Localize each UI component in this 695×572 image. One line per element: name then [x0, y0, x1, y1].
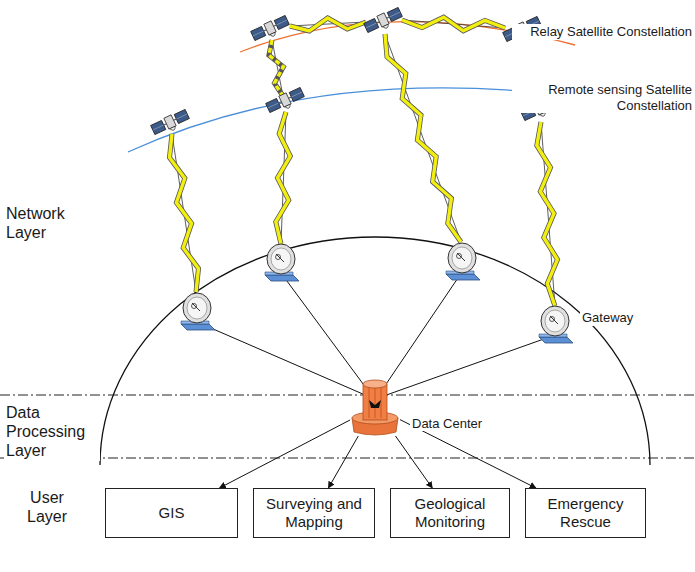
link-bolt-outline — [537, 122, 558, 306]
link-bolt — [402, 17, 505, 31]
application-box: Emergency Rescue — [525, 488, 646, 538]
link-bolt-outline — [385, 34, 461, 242]
connector-arrow — [220, 420, 351, 488]
link-bolt-outline — [402, 17, 505, 31]
layer-label: Gateway — [580, 310, 654, 326]
connector-arrow — [328, 436, 358, 488]
layer-label: Relay Satellite Constellation — [512, 24, 694, 40]
box-label: Surveying and Mapping — [262, 495, 366, 531]
application-box: Surveying and Mapping — [253, 488, 375, 538]
layer-label: Data Processing Layer — [4, 403, 100, 461]
layer-label: User Layer — [10, 488, 84, 526]
application-box: GIS — [105, 488, 238, 538]
link-bolt — [269, 40, 284, 96]
data-center-icon — [350, 378, 400, 436]
connector-arrow — [396, 436, 433, 488]
box-label: GIS — [159, 504, 185, 522]
link-bolt-outline — [269, 40, 284, 96]
link-bolt — [537, 122, 558, 306]
box-label: Geological Monitoring — [399, 495, 501, 531]
layer-label: Remote sensing Satellite Constellation — [512, 82, 694, 113]
link-bolt-outline — [276, 112, 291, 244]
link-line — [385, 34, 461, 242]
link-bolt — [276, 112, 291, 244]
data-center: Data Center — [350, 378, 400, 436]
link-bolt — [290, 18, 366, 31]
link-bolt — [385, 34, 461, 242]
link-bolt-outline — [290, 18, 366, 31]
link-bolt — [170, 134, 199, 292]
link-bolt-outline — [170, 134, 199, 292]
layer-label: Network Layer — [4, 204, 80, 242]
data-center-label: Data Center — [410, 416, 484, 431]
application-box: Geological Monitoring — [390, 488, 510, 538]
box-label: Emergency Rescue — [534, 495, 637, 531]
